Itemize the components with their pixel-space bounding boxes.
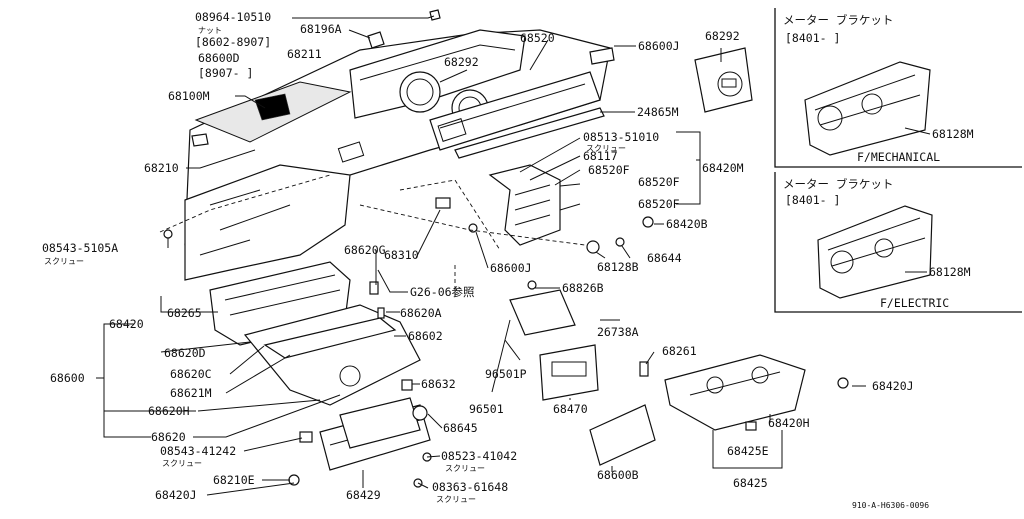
callout-c60: 68420J [155,488,197,502]
callout-c44: 96501 [469,402,504,416]
callout-c34: 68420 [109,317,144,331]
callout-c23: 08543-5105A [42,241,118,255]
callout-c11: 68292 [444,55,479,69]
callout-c36: 68602 [408,329,443,343]
callout-c46: 68620H [148,404,190,418]
callout-c30: G26-06参照 [410,285,475,299]
callout-c59: スクリュー [436,495,476,504]
leader-lines [96,15,866,496]
callout-c22: 68420B [666,217,708,231]
inset-electric-heading: メーター ブラケット [783,177,893,191]
callout-labels: 08964-10510 ナット [8602-8907] 68600D [8907… [42,10,914,504]
callout-c55: 68425E [727,444,769,458]
callout-c62: 68425 [733,476,768,490]
inset-mechanical-range: [8401- ] [785,31,840,45]
inset-electric-caption: F/ELECTRIC [880,296,949,310]
callout-c3: [8602-8907] [195,35,271,49]
callout-c40: 68620C [170,367,212,381]
callout-c8: 68520 [520,31,555,45]
callout-c53: 08523-41042 [441,449,517,463]
callout-c43: 68621M [170,386,212,400]
callout-c47: 68420J [872,379,914,393]
inset-electric-range: [8401- ] [785,193,840,207]
callout-c52: スクリュー [162,459,202,468]
instrument-panel-drawing [163,9,615,281]
callout-c16: 68117 [583,149,618,163]
callout-c19: 68520F [638,197,680,211]
callout-c48: 68645 [443,421,478,435]
inset-electric-part: 68128M [929,265,971,279]
glove-box-drawing [209,261,537,488]
callout-c17: 68520F [588,163,630,177]
callout-c7: 68211 [287,47,322,61]
callout-c41: 96501P [485,367,527,381]
callout-c49: 68620 [151,430,186,444]
callout-c27: 68600J [490,261,532,275]
callout-c20: 68420M [702,161,744,175]
callout-c2: ナット [198,26,222,35]
callout-c25: 68620G [344,243,386,257]
callout-c28: 68128B [597,260,639,274]
inset-mechanical-caption: F/MECHANICAL [857,150,940,164]
inset-mechanical-heading: メーター ブラケット [783,13,893,27]
callout-c56: 68600B [597,468,639,482]
callout-c13: 24865M [637,105,679,119]
callout-c24: スクリュー [44,257,84,266]
callout-c57: 68210E [213,473,255,487]
callout-c32: 68265 [167,306,202,320]
console-bracket-drawing [468,47,849,466]
callout-c31: 68826B [562,281,604,295]
callout-c18: 68520F [638,175,680,189]
callout-c1: 08964-10510 [195,10,271,24]
callout-c50: 68420H [768,416,810,430]
callout-c42: 68632 [421,377,456,391]
callout-c26: 68310 [384,248,419,262]
callout-c61: 68429 [346,488,381,502]
drawing-code: 910-A-H6306-0096 [852,501,929,510]
callout-c12: 68100M [168,89,210,103]
callout-c35: 26738A [597,325,639,339]
callout-c37: 68620D [164,346,206,360]
callout-c29: 68644 [647,251,682,265]
callout-c21: 68210 [144,161,179,175]
callout-c10: 68292 [705,29,740,43]
callout-c6: 68196A [300,22,342,36]
callout-c33: 68620A [400,306,442,320]
inset-mechanical-part: 68128M [932,127,974,141]
callout-c39: 68600 [50,371,85,385]
callout-c4: 68600D [198,51,240,65]
callout-c9: 68600J [638,39,680,53]
callout-c54: スクリュー [445,464,485,473]
callout-c15: スクリュー [586,144,626,153]
callout-c5: [8907- ] [198,66,253,80]
callout-c14: 08513-51010 [583,130,659,144]
inset-mechanical: メーター ブラケット [8401- ] 68128M F/MECHANICAL [774,8,1022,168]
callout-c51: 08543-41242 [160,444,236,458]
callout-c38: 68261 [662,344,697,358]
callout-c45: 68470 [553,402,588,416]
callout-c58: 08363-61648 [432,480,508,494]
inset-electric: メーター ブラケット [8401- ] 68128M F/ELECTRIC [774,172,1022,313]
